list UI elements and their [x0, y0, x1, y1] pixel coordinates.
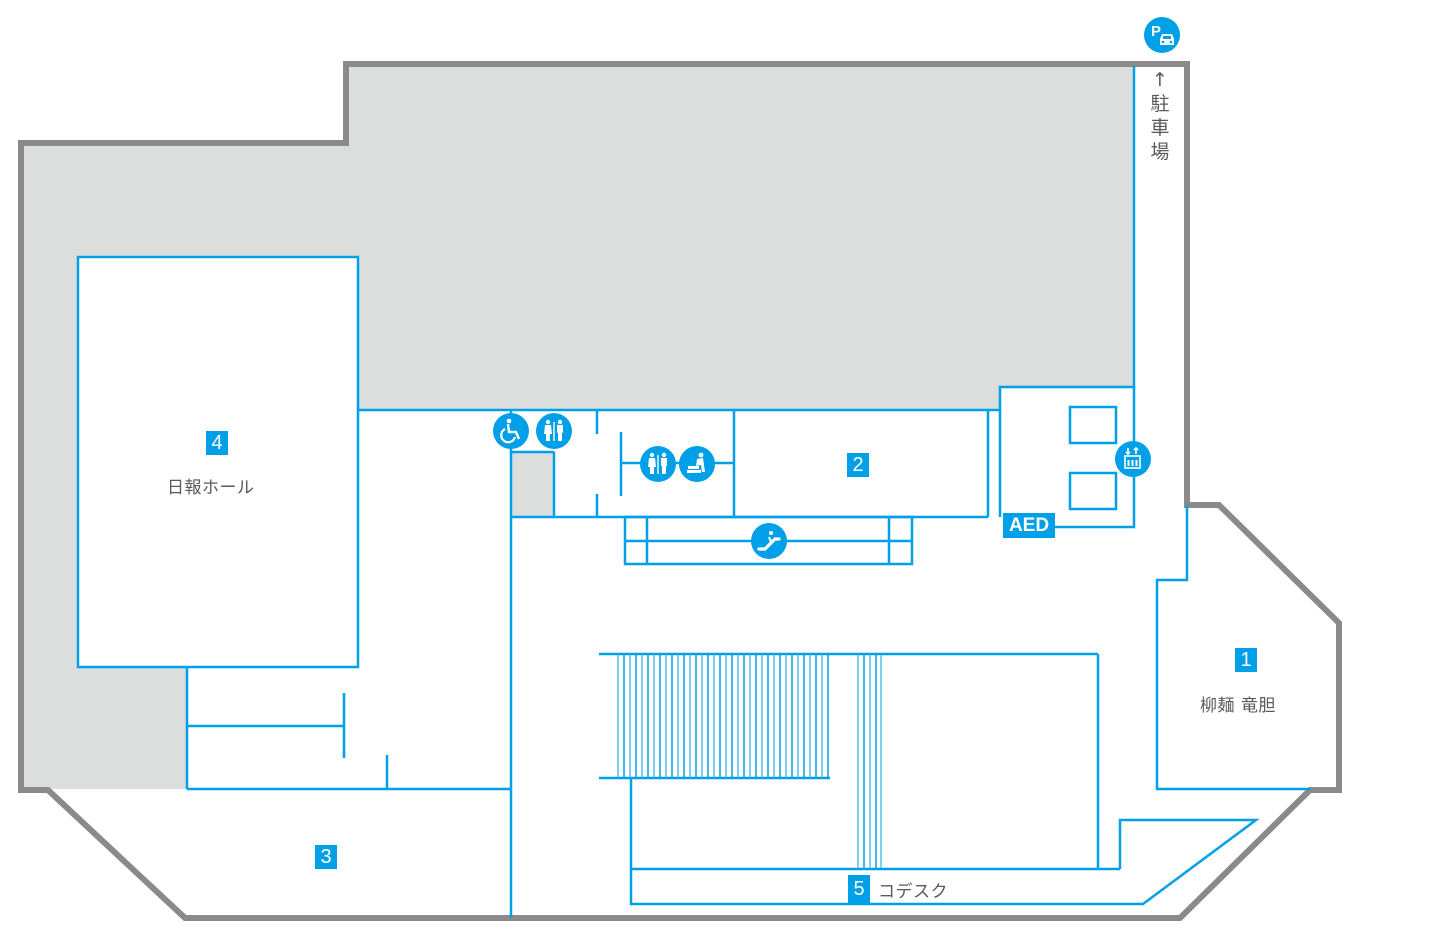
room-5-name[interactable]: コデスク — [878, 882, 948, 902]
svg-text:P: P — [1151, 23, 1161, 40]
restroom-icon[interactable] — [640, 446, 676, 482]
room-4-badge[interactable]: 4 — [206, 431, 228, 455]
room-5-badge[interactable]: 5 — [848, 875, 870, 903]
up-arrow-icon: ↑ — [1152, 69, 1168, 91]
room-2-badge[interactable]: 2 — [847, 453, 869, 477]
staircase-narrow — [857, 655, 882, 868]
interior-walls — [185, 66, 1310, 918]
parking-char-3: 場 — [1150, 141, 1170, 163]
baby-changing-icon[interactable] — [679, 446, 715, 482]
room-1-name[interactable]: 柳麺 竜胆 — [1200, 696, 1276, 716]
aed-label: AED — [1003, 513, 1055, 538]
room-4-outline — [76, 255, 360, 669]
parking-char-1: 駐 — [1150, 93, 1170, 115]
staircase-main — [617, 655, 829, 777]
escalator-icon[interactable] — [751, 523, 787, 559]
parking-char-2: 車 — [1150, 117, 1170, 139]
parking-direction[interactable]: ↑ 駐 車 場 — [1148, 68, 1172, 164]
room-4-name[interactable]: 日報ホール — [167, 478, 255, 498]
parking-icon[interactable]: P — [1144, 17, 1180, 53]
room-3-badge[interactable]: 3 — [315, 845, 337, 869]
inaccessible-areas — [23, 66, 1134, 789]
restroom-icon[interactable] — [536, 413, 572, 449]
room-1-badge[interactable]: 1 — [1235, 648, 1257, 672]
building-outer-wall — [18, 61, 1342, 921]
accessible-toilet-icon[interactable] — [493, 413, 529, 449]
elevator-icon[interactable] — [1115, 441, 1151, 477]
